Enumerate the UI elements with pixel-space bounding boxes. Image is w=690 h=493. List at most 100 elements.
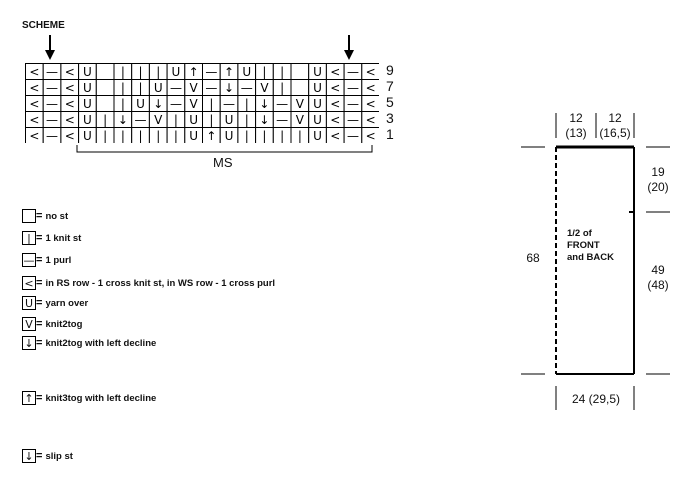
scheme-cell-symbol: —	[347, 81, 359, 95]
legend-item-knit: | = 1 knit st	[22, 229, 81, 247]
scheme-cell-symbol: |	[139, 129, 143, 143]
scheme-cell-symbol: —	[46, 97, 58, 111]
scheme-cell-symbol: U	[313, 129, 322, 143]
scheme-cell-symbol: ↓	[118, 113, 128, 127]
scheme-cell-symbol: U	[189, 129, 198, 143]
scheme-cell-symbol: U	[83, 129, 92, 143]
ms-label: MS	[213, 155, 233, 170]
scheme-cell-symbol: U	[83, 65, 92, 79]
scheme-cell-symbol: |	[174, 129, 178, 143]
scheme-cell-symbol: —	[241, 81, 253, 95]
scheme-cell: —	[202, 63, 221, 80]
slip-stitch-icon: ↓	[22, 449, 36, 463]
scheme-cell-symbol: U	[189, 113, 198, 127]
scheme-cell-symbol: U	[313, 81, 322, 95]
scheme-cell-symbol: |	[121, 129, 125, 143]
scheme-cell-symbol: —	[223, 97, 235, 111]
scheme-cell-symbol: ↑	[224, 65, 234, 79]
scheme-cell-symbol: —	[276, 113, 288, 127]
arrow-up-icon: ↑	[22, 391, 36, 405]
scheme-cell-symbol: —	[205, 65, 217, 79]
legend-item-knit2tog: V = knit2tog	[22, 315, 82, 333]
scheme-cell-symbol: |	[262, 65, 266, 79]
legend-item-knit2tog-left: ↓ = knit2tog with left decline	[22, 334, 156, 352]
scheme-cell-symbol: <	[29, 97, 39, 111]
scheme-cell-symbol: U	[136, 97, 145, 111]
scheme-cell-symbol: |	[209, 97, 213, 111]
scheme-cell-symbol: |	[121, 65, 125, 79]
scheme-cell-symbol: <	[366, 113, 376, 127]
scheme-cell: —	[166, 79, 186, 96]
scheme-cell-symbol: V	[260, 81, 269, 95]
scheme-cell: —	[42, 63, 62, 80]
scheme-cell-symbol: <	[330, 81, 340, 95]
legend-text: in RS row - 1 cross knit st, in WS row -…	[45, 277, 276, 289]
scheme-cell-symbol: U	[225, 129, 234, 143]
scheme-cell-symbol: U	[83, 113, 92, 127]
legend-item-purl: — = 1 purl	[22, 253, 72, 267]
scheme-cell-symbol: V	[190, 81, 199, 95]
scheme-cell-symbol: <	[330, 129, 340, 143]
scheme-cell-symbol: —	[347, 97, 359, 111]
scheme-cell-symbol: ↑	[189, 65, 199, 79]
yarn-over-icon: U	[22, 296, 36, 310]
scheme-grid: <—<U|||U↑—↑U||U<—<<—<U||U—V—↓—V|U<—<<—<U…	[25, 63, 380, 144]
scheme-cell-symbol: V	[154, 113, 163, 127]
legend-text: knit2tog with left decline	[45, 337, 157, 349]
row-number-5: 5	[386, 94, 394, 110]
scheme-cell-symbol: |	[280, 81, 284, 95]
scheme-cell-symbol: —	[170, 81, 182, 95]
legend-item-yarn-over: U = yarn over	[22, 294, 88, 312]
dim-right-top: 19 (20)	[642, 165, 674, 195]
dim-bottom: 24 (29,5)	[571, 392, 621, 406]
legend-item-no-st: = no st	[22, 207, 68, 225]
legend-text: knit3tog with left decline	[45, 392, 157, 404]
scheme-cell-symbol: V	[296, 113, 305, 127]
scheme-cell: —	[42, 95, 62, 112]
legend-text: no st	[45, 210, 69, 222]
scheme-cell-symbol: —	[46, 113, 58, 127]
scheme-cell-symbol: <	[29, 129, 39, 143]
legend-text: slip st	[45, 450, 73, 462]
dim-top-right-value: 12	[608, 111, 622, 125]
scheme-cell-symbol: —	[205, 81, 217, 95]
scheme-cell-symbol: <	[330, 65, 340, 79]
piece-label-line2: FRONT	[567, 240, 600, 251]
piece-label-line1: 1/2 of	[567, 228, 592, 239]
scheme-cell-symbol: U	[242, 65, 251, 79]
scheme-cell-symbol: ↓	[224, 81, 234, 95]
scheme-cell: —	[343, 127, 363, 144]
knit2tog-icon: V	[22, 317, 36, 331]
scheme-cell-symbol: ↓	[259, 97, 269, 111]
legend-item-slip-st: ↓ = slip st	[22, 447, 73, 465]
scheme-cell-symbol: |	[245, 113, 249, 127]
scheme-cell-symbol: |	[156, 65, 160, 79]
scheme-cell-symbol: —	[347, 113, 359, 127]
scheme-cell-symbol: ↓	[259, 113, 269, 127]
scheme-cell-symbol: |	[209, 113, 213, 127]
scheme-cell-symbol: |	[245, 97, 249, 111]
scheme-cell-symbol: V	[296, 97, 305, 111]
scheme-cell-symbol: U	[172, 65, 181, 79]
scheme-cell-symbol: U	[83, 97, 92, 111]
scheme-cell-symbol: <	[65, 81, 75, 95]
scheme-cell-symbol: |	[298, 129, 302, 143]
scheme-cell-symbol: |	[280, 129, 284, 143]
row-number-1: 1	[386, 126, 394, 142]
scheme-cell: —	[272, 95, 292, 112]
scheme-cell-symbol: |	[280, 65, 284, 79]
scheme-cell-symbol: |	[139, 65, 143, 79]
dim-top-right: 12 (16,5)	[597, 111, 633, 141]
legend-text: 1 purl	[45, 254, 72, 266]
scheme-cell-symbol: |	[103, 113, 107, 127]
scheme-cell-symbol: —	[46, 65, 58, 79]
dim-right-top-value: 19	[651, 165, 665, 179]
scheme-cell-symbol: <	[65, 65, 75, 79]
dim-right-top-alt: (20)	[647, 180, 669, 194]
legend-text: 1 knit st	[45, 232, 82, 244]
scheme-cell: —	[131, 111, 150, 128]
scheme-cell-symbol: |	[262, 129, 266, 143]
knit-icon: |	[22, 231, 36, 245]
